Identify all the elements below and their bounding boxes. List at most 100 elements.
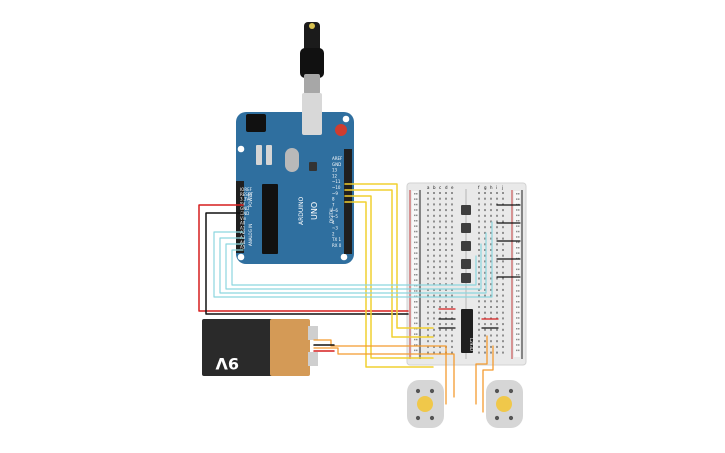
breadboard-rail-hole[interactable] [414, 236, 416, 238]
breadboard-hole[interactable] [484, 345, 486, 348]
breadboard-rail-hole[interactable] [516, 214, 518, 217]
breadboard-hole[interactable] [451, 328, 453, 331]
breadboard-hole[interactable] [451, 340, 453, 343]
reset-button[interactable] [335, 124, 347, 136]
breadboard-hole[interactable] [433, 203, 435, 206]
breadboard-hole[interactable] [490, 209, 492, 212]
breadboard-rail-hole[interactable] [414, 198, 416, 200]
breadboard-hole[interactable] [484, 271, 486, 274]
breadboard-hole[interactable] [427, 254, 429, 257]
breadboard-hole[interactable] [433, 254, 435, 257]
breadboard-rail-hole[interactable] [518, 214, 520, 217]
breadboard-rail-hole[interactable] [518, 284, 520, 287]
breadboard-hole[interactable] [490, 203, 492, 206]
button-1[interactable] [461, 205, 471, 215]
breadboard-hole[interactable] [433, 266, 435, 269]
power-jack[interactable] [246, 114, 266, 132]
breadboard-rail-hole[interactable] [516, 247, 518, 249]
breadboard-hole[interactable] [451, 345, 453, 348]
breadboard-hole[interactable] [502, 294, 504, 297]
breadboard-hole[interactable] [451, 254, 453, 257]
breadboard-hole[interactable] [502, 197, 504, 200]
breadboard-hole[interactable] [445, 294, 447, 297]
breadboard-rail-hole[interactable] [416, 225, 418, 227]
breadboard-rail-hole[interactable] [516, 236, 518, 238]
breadboard-hole[interactable] [478, 220, 480, 223]
breadboard-hole[interactable] [445, 306, 447, 308]
breadboard-hole[interactable] [445, 237, 447, 240]
breadboard-hole[interactable] [427, 266, 429, 269]
breadboard-hole[interactable] [478, 254, 480, 257]
breadboard-hole[interactable] [490, 220, 492, 223]
breadboard-rail-hole[interactable] [516, 311, 518, 314]
breadboard-hole[interactable] [502, 306, 504, 308]
breadboard-hole[interactable] [478, 243, 480, 246]
breadboard-hole[interactable] [496, 334, 498, 337]
button-2[interactable] [461, 223, 471, 233]
battery-terminal-top[interactable] [308, 326, 318, 340]
breadboard-rail-hole[interactable] [416, 333, 418, 335]
breadboard-hole[interactable] [445, 231, 447, 234]
breadboard-hole[interactable] [490, 345, 492, 348]
breadboard-rail-hole[interactable] [416, 198, 418, 200]
breadboard-rail-hole[interactable] [414, 247, 416, 249]
breadboard-hole[interactable] [445, 266, 447, 269]
breadboard-rail-hole[interactable] [414, 203, 416, 206]
breadboard-hole[interactable] [427, 306, 429, 308]
breadboard-hole[interactable] [451, 231, 453, 234]
breadboard-hole[interactable] [502, 283, 504, 286]
breadboard-hole[interactable] [484, 323, 486, 326]
breadboard-hole[interactable] [496, 220, 498, 223]
breadboard-hole[interactable] [490, 323, 492, 326]
breadboard-hole[interactable] [478, 323, 480, 326]
breadboard-rail-hole[interactable] [416, 252, 418, 254]
breadboard-hole[interactable] [478, 249, 480, 251]
breadboard-hole[interactable] [502, 226, 504, 229]
breadboard-rail-hole[interactable] [414, 225, 416, 227]
breadboard-hole[interactable] [502, 192, 504, 194]
breadboard-hole[interactable] [502, 266, 504, 269]
breadboard-hole[interactable] [478, 266, 480, 269]
breadboard-hole[interactable] [496, 243, 498, 246]
battery-terminal-bottom[interactable] [308, 352, 318, 366]
breadboard-hole[interactable] [484, 203, 486, 206]
breadboard-rail-hole[interactable] [518, 252, 520, 254]
breadboard-rail-hole[interactable] [516, 252, 518, 254]
breadboard-rail-hole[interactable] [414, 263, 416, 265]
breadboard-hole[interactable] [433, 231, 435, 234]
breadboard-hole[interactable] [496, 249, 498, 251]
breadboard-hole[interactable] [496, 351, 498, 354]
breadboard-hole[interactable] [478, 192, 480, 194]
breadboard-hole[interactable] [484, 209, 486, 212]
breadboard-rail-hole[interactable] [518, 247, 520, 249]
breadboard-rail-hole[interactable] [516, 295, 518, 298]
breadboard-hole[interactable] [439, 277, 441, 280]
motor-driver-chip[interactable]: L293D [461, 309, 474, 353]
breadboard-hole[interactable] [439, 237, 441, 240]
arduino-board[interactable]: UNO ARDUINO POWER ANALOG IN DIGITAL IORE… [236, 93, 354, 264]
breadboard-hole[interactable] [427, 334, 429, 337]
breadboard-hole[interactable] [484, 277, 486, 280]
breadboard-hole[interactable] [439, 351, 441, 354]
breadboard-hole[interactable] [427, 351, 429, 354]
breadboard-rail-hole[interactable] [416, 209, 418, 211]
breadboard-hole[interactable] [502, 249, 504, 251]
breadboard-hole[interactable] [502, 300, 504, 303]
button-5[interactable] [461, 273, 471, 283]
breadboard-hole[interactable] [451, 294, 453, 297]
breadboard-hole[interactable] [490, 249, 492, 251]
breadboard-hole[interactable] [445, 220, 447, 223]
breadboard-hole[interactable] [433, 243, 435, 246]
breadboard-rail-hole[interactable] [518, 344, 520, 346]
breadboard-hole[interactable] [502, 277, 504, 280]
breadboard-hole[interactable] [445, 323, 447, 326]
motor-right[interactable] [486, 380, 523, 428]
breadboard-hole[interactable] [451, 306, 453, 308]
breadboard-hole[interactable] [478, 311, 480, 314]
usb-port[interactable] [302, 93, 322, 135]
breadboard-hole[interactable] [478, 203, 480, 206]
breadboard-hole[interactable] [502, 323, 504, 326]
breadboard-rail-hole[interactable] [416, 290, 418, 292]
breadboard-hole[interactable] [490, 311, 492, 314]
breadboard-rail-hole[interactable] [518, 236, 520, 238]
